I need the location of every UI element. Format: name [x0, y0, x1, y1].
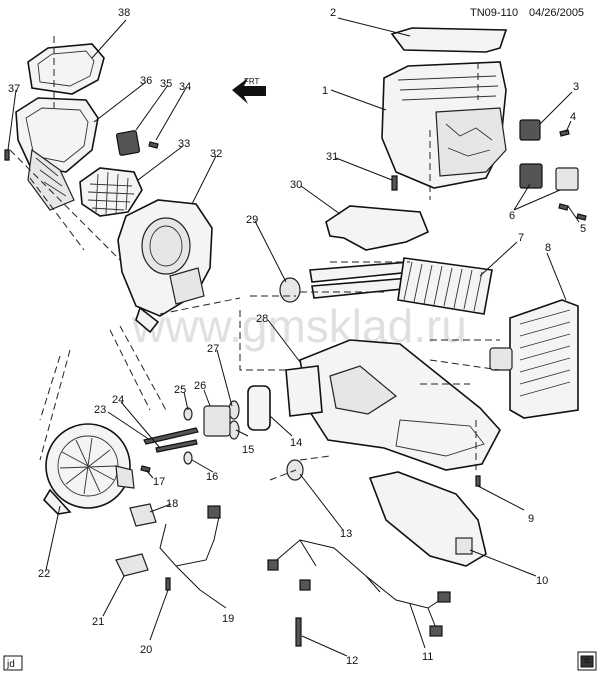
- assembly-guide-lines: [9, 36, 501, 481]
- part-6-actuator-a: [519, 163, 543, 189]
- callout-20: 20: [140, 644, 152, 656]
- callout-28: 28: [256, 313, 268, 325]
- callout-34: 34: [179, 81, 191, 93]
- callout-1: 1: [322, 85, 328, 97]
- callout-3: 3: [573, 81, 579, 93]
- part-21-bracket: [115, 553, 149, 577]
- part-1-upper-case: [381, 61, 507, 189]
- part-20-screw: [165, 577, 171, 591]
- callout-35: 35: [160, 78, 172, 90]
- callout-6: 6: [509, 210, 515, 222]
- callout-21: 21: [92, 616, 104, 628]
- part-28-lower-case: [285, 339, 501, 471]
- callout-31: 31: [326, 151, 338, 163]
- part-35-actuator: [115, 130, 141, 156]
- callout-numbers: 1 2 3 4 5 6 7 8 9 10 11 12 13 14 15 16 1…: [8, 7, 586, 667]
- front-arrow-icon: [232, 78, 266, 104]
- part-17-screw: [140, 465, 151, 473]
- part-5-screw-b: [576, 213, 587, 221]
- part-34-screw: [148, 141, 159, 149]
- callout-16: 16: [206, 471, 218, 483]
- part-14-gasket: [247, 385, 271, 431]
- callout-7: 7: [518, 232, 524, 244]
- part-9-screw: [475, 475, 481, 487]
- part-36-upper-housing: [15, 97, 99, 211]
- part-16-seal: [183, 451, 193, 465]
- callout-10: 10: [536, 575, 548, 587]
- part-5-screw-a: [558, 203, 569, 211]
- part-24-rod: [155, 439, 198, 453]
- part-22-blower-motor: [42, 423, 135, 515]
- part-12-screw: [295, 617, 302, 647]
- callout-12: 12: [346, 655, 358, 667]
- callout-17: 17: [153, 476, 165, 488]
- callout-38: 38: [118, 7, 130, 19]
- callout-8: 8: [545, 242, 551, 254]
- callout-2: 2: [330, 7, 336, 19]
- part-6-actuator-b: [555, 167, 579, 191]
- callout-25: 25: [174, 384, 186, 396]
- watermark-text: www.gmsklad.ru: [131, 300, 467, 352]
- callout-19: 19: [222, 613, 234, 625]
- part-8-evaporator-core: [489, 299, 579, 419]
- part-4-screw: [559, 129, 570, 137]
- heater-core-pipes: [309, 261, 413, 299]
- book-icon: [577, 651, 597, 671]
- callout-37: 37: [8, 83, 20, 95]
- callout-26: 26: [194, 380, 206, 392]
- part-10-lower-duct: [368, 471, 487, 567]
- part-29-seal: [279, 277, 301, 303]
- callout-27: 27: [207, 343, 219, 355]
- callout-leader-lines: [7, 17, 580, 657]
- callout-18: 18: [166, 498, 178, 510]
- diagram-date: 04/26/2005: [529, 7, 584, 19]
- part-31-screw: [391, 175, 398, 191]
- part-38-gasket: [27, 43, 105, 95]
- callout-32: 32: [210, 148, 222, 160]
- callout-23: 23: [94, 404, 106, 416]
- callout-15: 15: [242, 444, 254, 456]
- part-30-duct: [325, 205, 430, 251]
- callout-5: 5: [580, 223, 586, 235]
- callout-4: 4: [570, 111, 576, 123]
- callout-33: 33: [178, 138, 190, 150]
- part-37-screw: [4, 149, 10, 161]
- callout-13: 13: [340, 528, 352, 540]
- author-tag: jd: [6, 659, 15, 670]
- part-11-wiring-harness: [267, 539, 451, 637]
- part-32-blower-housing: [117, 199, 213, 334]
- callout-30: 30: [290, 179, 302, 191]
- part-19-harness: [159, 511, 221, 591]
- front-direction-indicator: FRT: [232, 77, 266, 104]
- callout-24: 24: [112, 394, 124, 406]
- part-2-upper-gasket: [390, 27, 508, 53]
- part-33-filter-screen: [79, 167, 143, 217]
- diagram-code: TN09-110: [470, 7, 518, 19]
- part-18-connector: [129, 503, 157, 527]
- callout-29: 29: [246, 214, 258, 226]
- part-26-valve-block: [203, 405, 231, 437]
- part-23-rod: [143, 427, 199, 445]
- callout-36: 36: [140, 75, 152, 87]
- part-7-heater-core: [397, 257, 493, 315]
- part-3-actuator: [519, 119, 541, 141]
- author-tag-box: [3, 655, 23, 671]
- front-arrow-label: FRT: [244, 77, 260, 86]
- callout-14: 14: [290, 437, 302, 449]
- callout-9: 9: [528, 513, 534, 525]
- callout-11: 11: [422, 651, 433, 663]
- part-19-plug: [207, 505, 221, 519]
- callout-22: 22: [38, 568, 50, 580]
